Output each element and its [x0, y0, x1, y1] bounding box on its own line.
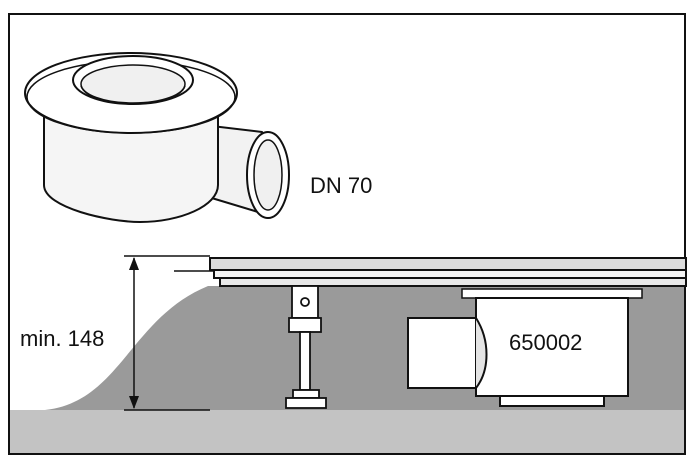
adjustable-foot [285, 285, 327, 409]
min-height-label: min. 148 [20, 326, 104, 351]
part-number-label: 650002 [509, 330, 582, 355]
outlet-body [43, 103, 219, 223]
floor-base-layer [10, 410, 684, 453]
pipe-size-label: DN 70 [310, 173, 372, 198]
drain-channel [174, 257, 687, 287]
drain-body-section [407, 288, 643, 407]
drain-outlet-illustration [24, 52, 290, 223]
height-dimension [124, 255, 210, 411]
